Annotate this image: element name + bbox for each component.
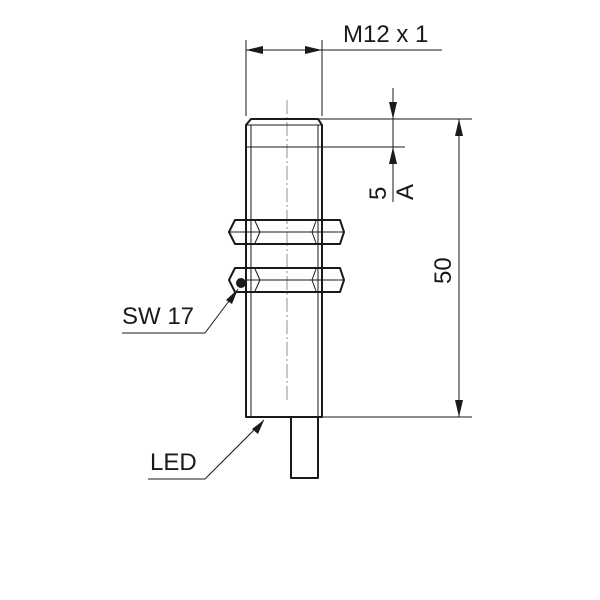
led-leader bbox=[148, 419, 265, 480]
thread-label: M12 x 1 bbox=[343, 21, 428, 48]
thread-dimension bbox=[245, 40, 442, 116]
offset-type: A bbox=[392, 184, 419, 200]
wrench-size-leader bbox=[122, 288, 239, 334]
led-indicator-dot bbox=[236, 278, 246, 288]
lower-nut bbox=[228, 267, 345, 293]
offset-dimension bbox=[255, 88, 472, 202]
length-dimension bbox=[322, 119, 472, 418]
upper-nut bbox=[228, 219, 345, 245]
wrench-size-label: SW 17 bbox=[122, 303, 194, 330]
offset-value: 5 bbox=[365, 187, 392, 200]
length-value: 50 bbox=[430, 257, 457, 284]
cable-end bbox=[290, 418, 319, 479]
led-label: LED bbox=[150, 449, 197, 476]
